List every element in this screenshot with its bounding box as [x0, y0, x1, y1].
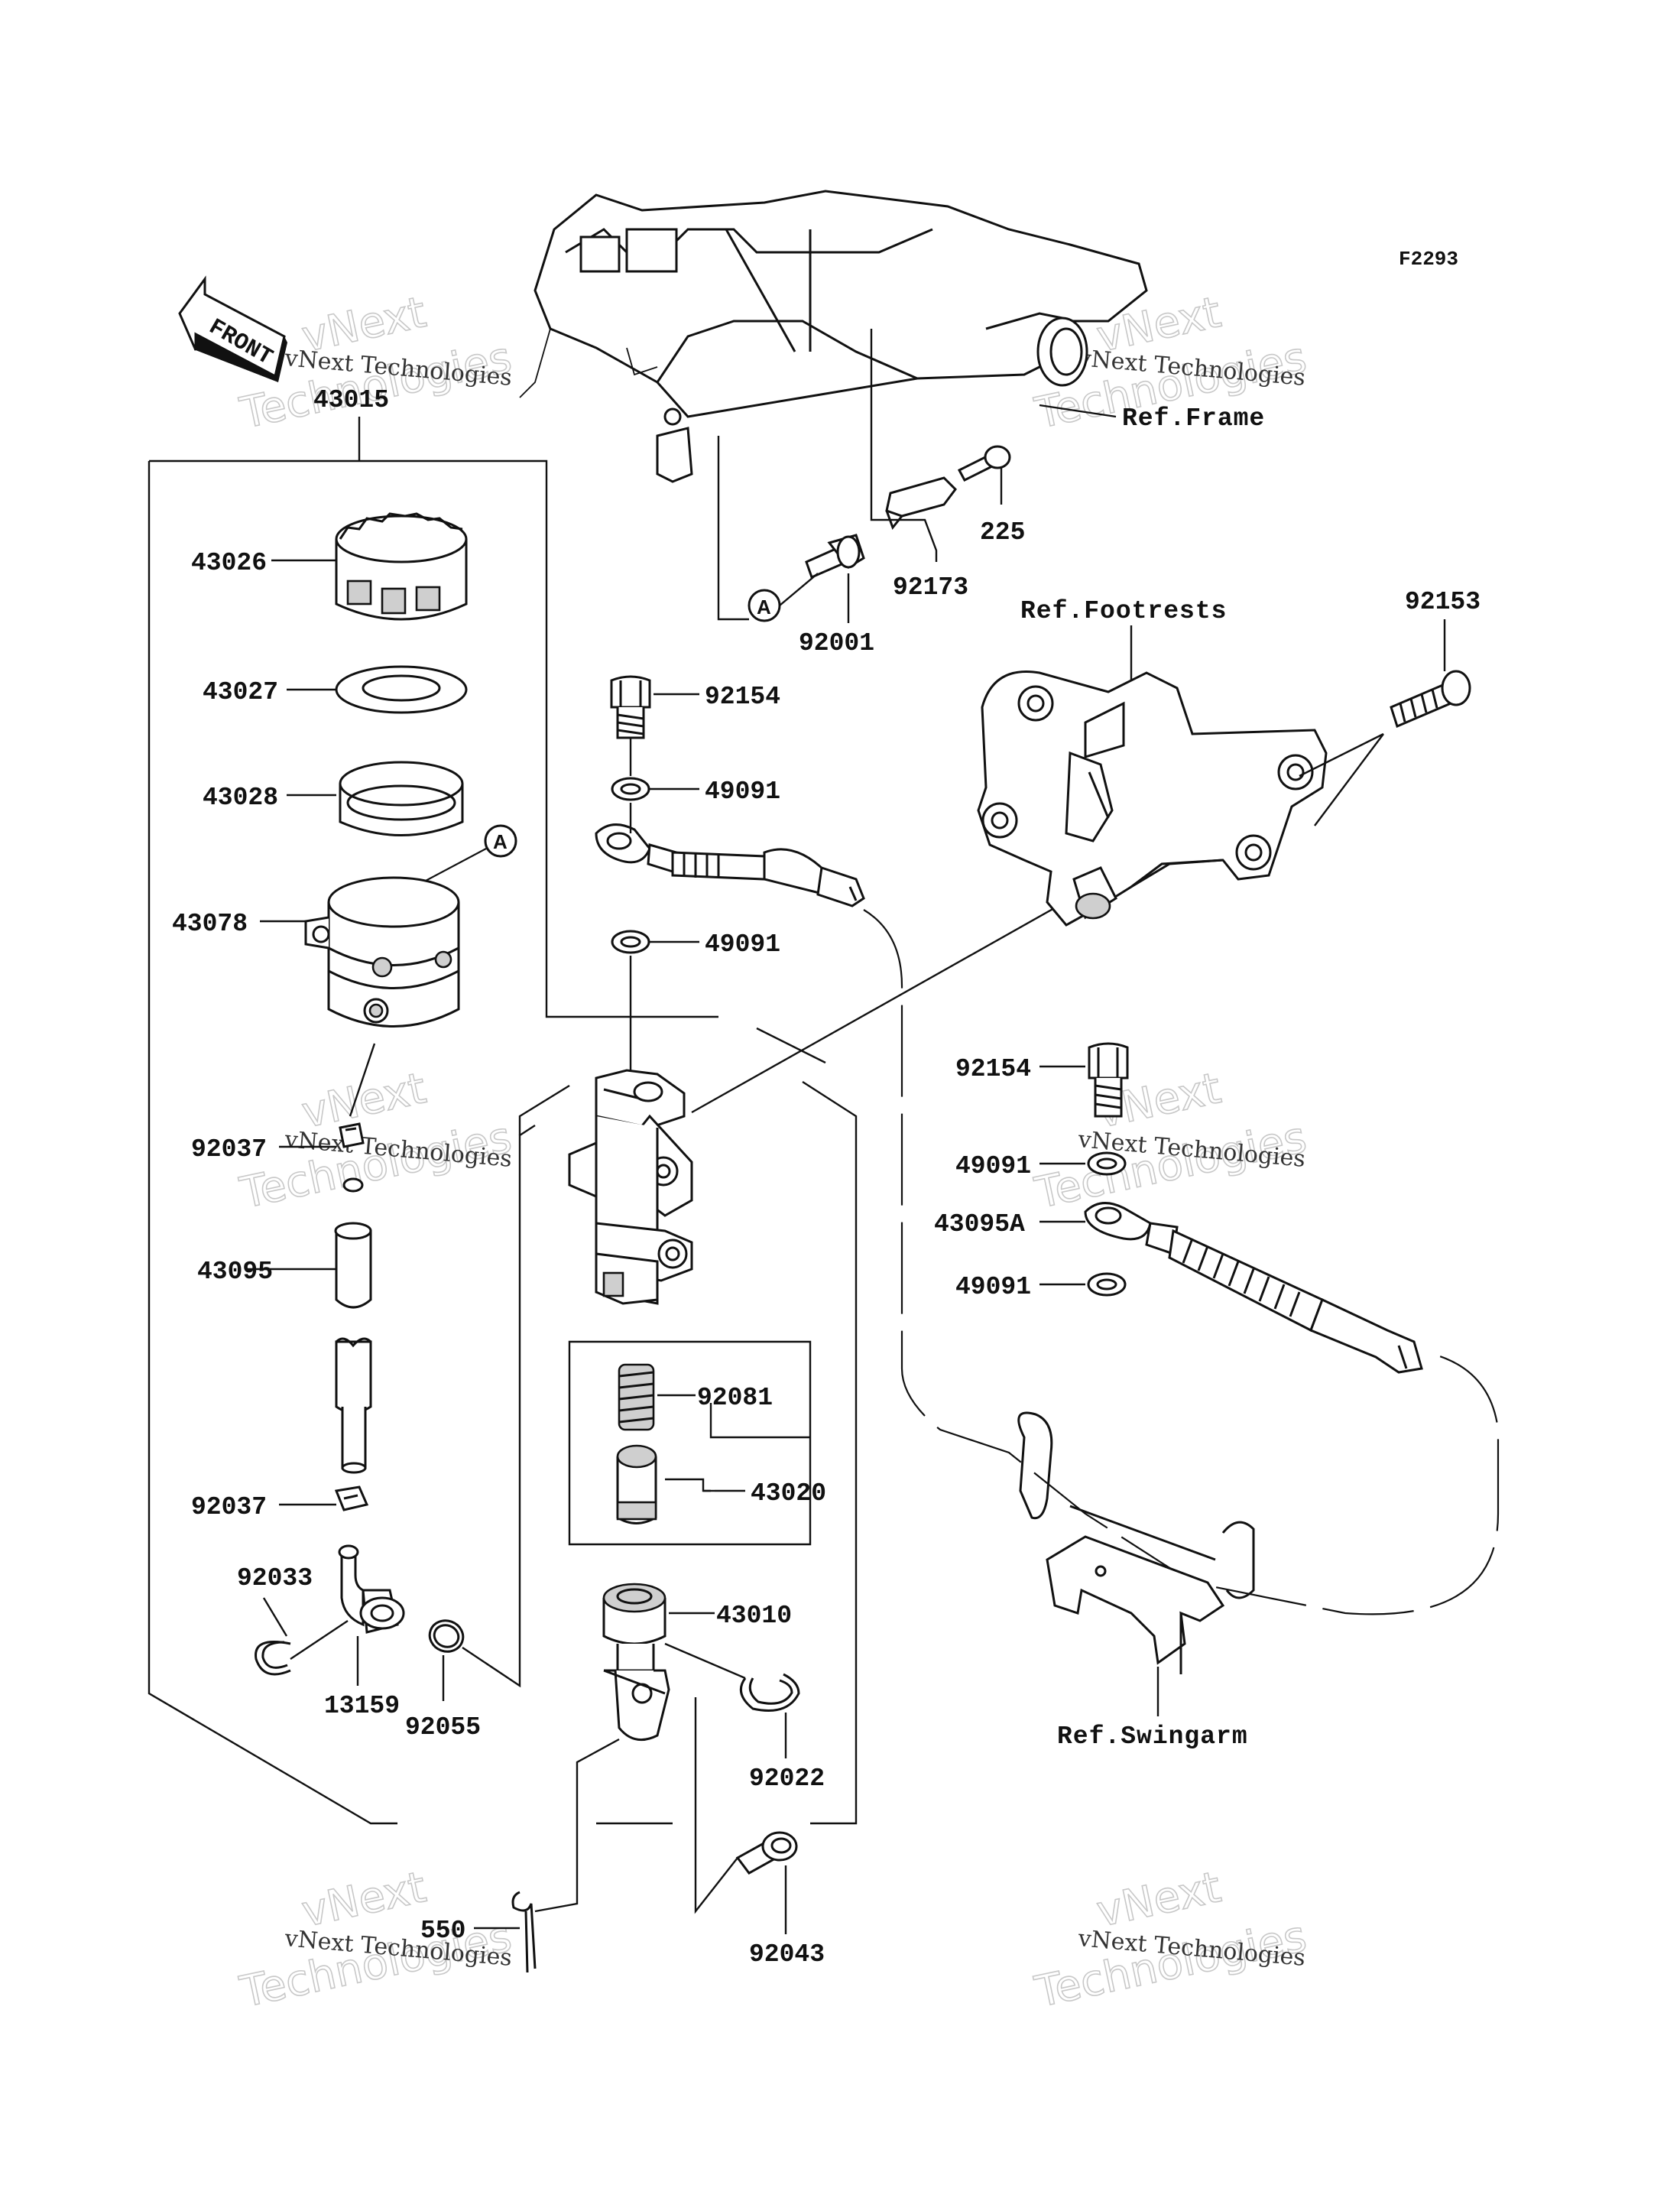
label-92055: 92055: [405, 1713, 481, 1742]
bolt-92153: [1390, 670, 1471, 729]
elbow-13159: [338, 1544, 405, 1634]
pushrod-43010: [602, 1583, 670, 1742]
label-92154-upper: 92154: [705, 683, 780, 711]
marker-a-left-text: A: [493, 830, 508, 853]
watermark-bottom-left: vNext Technologies vNext Technologies: [235, 1862, 517, 2018]
bolt-92001: [805, 534, 865, 580]
marker-a-top: A: [748, 589, 781, 622]
piston-43020: [616, 1444, 657, 1524]
circlip-92022: [739, 1673, 800, 1712]
footrest-bracket: [977, 670, 1328, 927]
brake-hose-upper: [595, 823, 865, 907]
label-49091-1: 49091: [705, 778, 780, 806]
bolt-225: [957, 445, 1011, 482]
washer-49091-2: [611, 930, 650, 954]
plate-43027: [335, 665, 468, 714]
ring-92033: [255, 1641, 291, 1676]
label-49091-2: 49091: [705, 930, 780, 959]
clip-92037-lower: [334, 1485, 369, 1511]
spring-92081: [618, 1363, 655, 1431]
oring-92055: [428, 1619, 465, 1653]
label-43078: 43078: [172, 910, 248, 938]
pin-92043: [735, 1831, 798, 1875]
label-92081: 92081: [697, 1384, 773, 1412]
label-43027: 43027: [203, 678, 278, 706]
label-43026: 43026: [191, 549, 267, 577]
label-92043: 92043: [749, 1940, 825, 1969]
label-225: 225: [980, 518, 1025, 547]
label-92153: 92153: [1405, 588, 1481, 616]
washer-49091-4: [1087, 1272, 1127, 1297]
clip-92037-upper: [339, 1122, 365, 1148]
label-49091-3: 49091: [955, 1152, 1031, 1180]
master-cylinder-body: [568, 1069, 693, 1305]
label-92001: 92001: [799, 629, 874, 657]
front-arrow-icon: FRONT: [178, 275, 287, 382]
ref-frame-label: Ref.Frame: [1122, 404, 1265, 433]
label-43010: 43010: [716, 1602, 792, 1630]
reservoir-43078: [304, 876, 460, 1028]
cotter-pin-550: [511, 1891, 537, 1973]
ref-footrests-label: Ref.Footrests: [1020, 597, 1227, 625]
label-92154-lower: 92154: [955, 1055, 1031, 1083]
reservoir-cap-43026: [335, 512, 468, 621]
label-92022: 92022: [749, 1765, 825, 1793]
watermark-mid-left: vNext Technologies vNext Technologies: [235, 1063, 517, 1219]
label-43020: 43020: [751, 1479, 826, 1508]
marker-a-top-text: A: [757, 596, 771, 618]
label-92037-lower: 92037: [191, 1493, 267, 1521]
watermark-big-9: vNext: [297, 1862, 430, 1937]
label-92037-upper: 92037: [191, 1135, 267, 1164]
label-92173: 92173: [893, 573, 968, 602]
frame-drawing: [519, 190, 1148, 483]
marker-a-left: A: [484, 824, 517, 858]
label-13159: 13159: [324, 1692, 400, 1720]
banjo-bolt-92154-lower: [1088, 1042, 1129, 1118]
diagram-code: F2293: [1399, 248, 1458, 271]
swingarm-bracket: [1017, 1411, 1255, 1674]
washer-49091-3: [1087, 1151, 1127, 1176]
watermark-big-11: vNext: [1092, 1862, 1225, 1937]
ref-swingarm-label: Ref.Swingarm: [1057, 1722, 1248, 1751]
banjo-bolt-92154-upper: [610, 675, 651, 739]
label-43095a: 43095A: [934, 1210, 1025, 1239]
label-43095: 43095: [197, 1258, 273, 1286]
watermark-bottom-right: vNext Technologies vNext Technologies: [1030, 1862, 1312, 2018]
watermark-mid-right: vNext Technologies vNext Technologies: [1030, 1063, 1312, 1219]
hose-43095: [334, 1177, 372, 1474]
label-92033: 92033: [237, 1564, 313, 1592]
label-550: 550: [420, 1917, 465, 1945]
label-49091-4: 49091: [955, 1273, 1031, 1301]
washer-49091-1: [611, 777, 650, 801]
brake-hose-43095a: [1084, 1202, 1423, 1374]
diaphragm-43028: [339, 761, 464, 836]
label-43015: 43015: [313, 386, 389, 414]
label-43028: 43028: [203, 784, 278, 812]
